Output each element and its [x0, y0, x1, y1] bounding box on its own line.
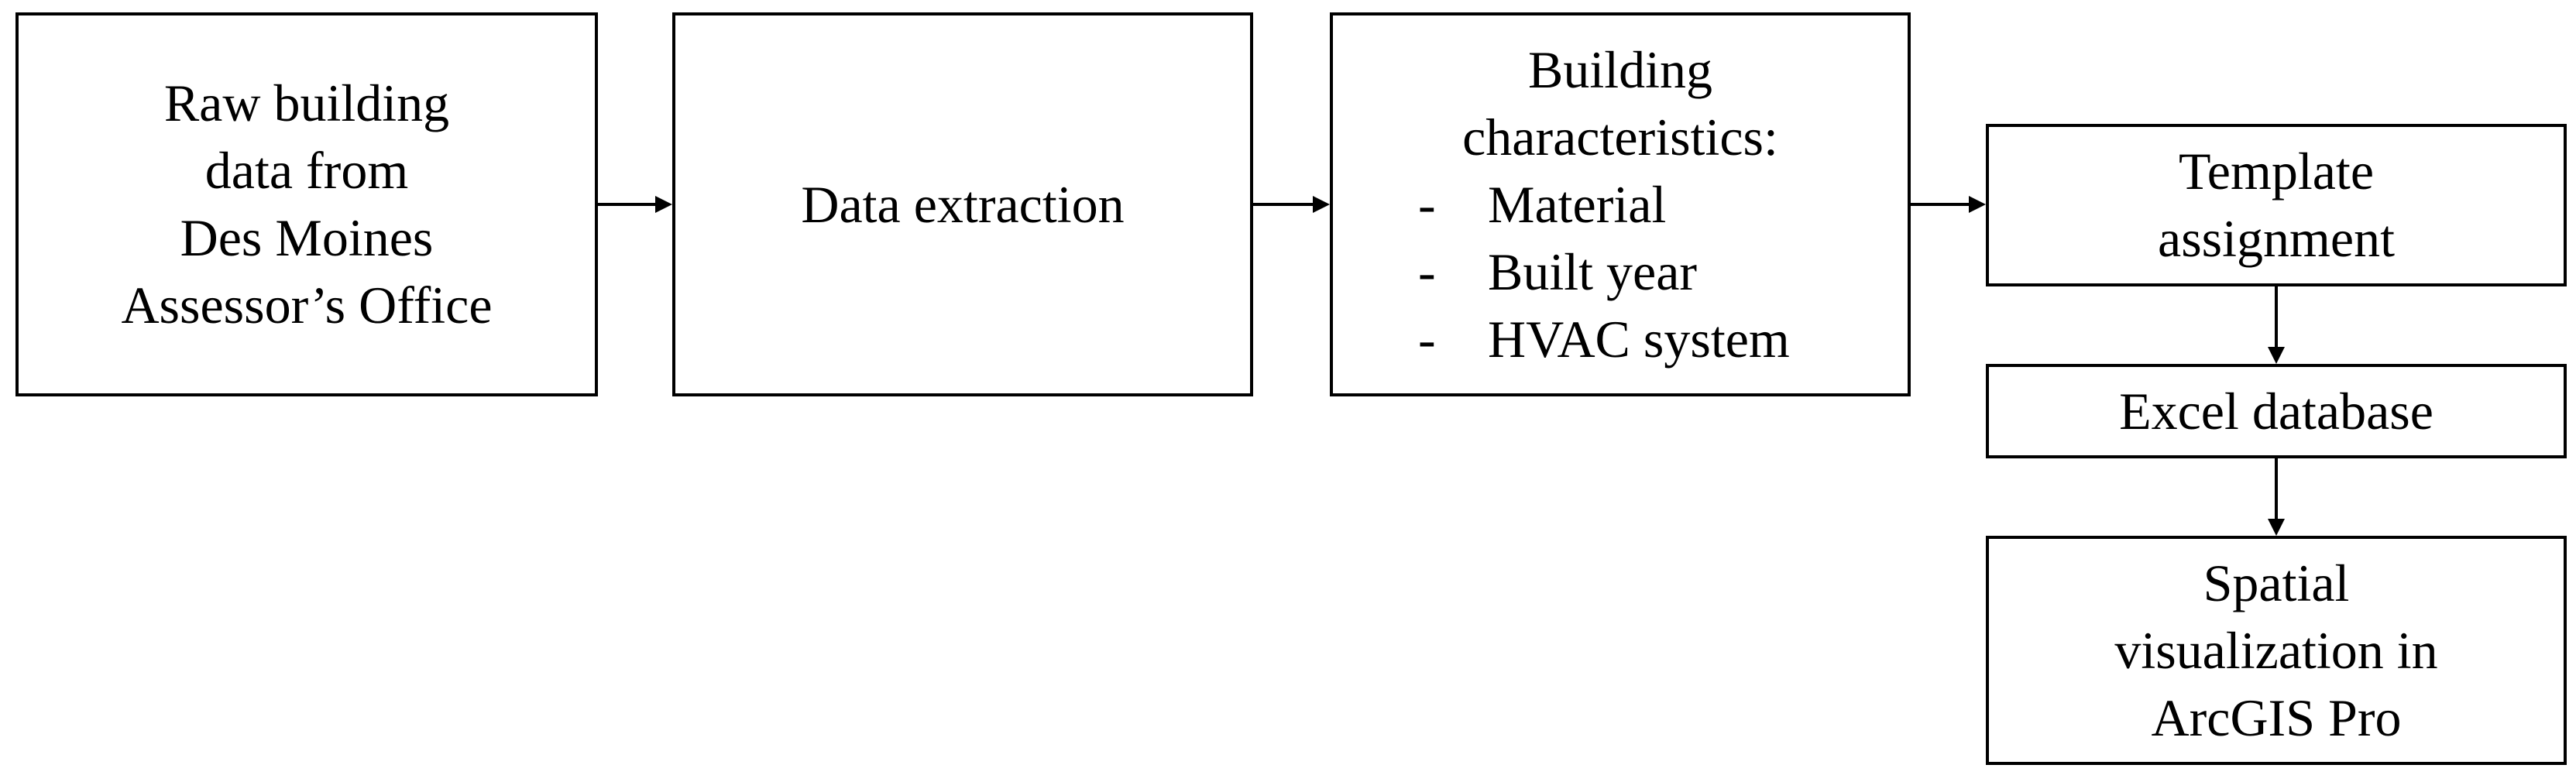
arrowhead	[1969, 196, 1986, 213]
box-text-line: Des Moines	[180, 208, 434, 267]
list-item: - Built year	[1418, 238, 1790, 306]
arrowhead	[2268, 347, 2285, 364]
characteristics-list: - Material - Built year - HVAC system	[1418, 171, 1790, 373]
box-text-line: Assessor’s Office	[121, 276, 493, 334]
list-item-label: HVAC system	[1488, 309, 1790, 369]
arrowhead	[655, 196, 672, 213]
box-text-line: data from	[204, 141, 409, 200]
box-text-line: Excel database	[2119, 381, 2433, 441]
data-extraction-box: Data extraction	[672, 12, 1253, 396]
excel-database-box: Excel database	[1986, 364, 2567, 458]
list-item-label: Built year	[1488, 242, 1698, 301]
building-characteristics-box: Building characteristics: - Material - B…	[1330, 12, 1911, 396]
box-text-line: visualization in	[2114, 620, 2438, 680]
box-text-line: Spatial	[2203, 553, 2350, 612]
box-text-line: Template	[2178, 142, 2374, 201]
bullet-dash: -	[1418, 242, 1436, 301]
box-text-line: ArcGIS Pro	[2151, 688, 2402, 747]
list-item: - Material	[1418, 171, 1790, 238]
arrowhead	[1313, 196, 1330, 213]
box-title-line: Building	[1527, 39, 1713, 99]
bullet-dash: -	[1418, 309, 1436, 369]
raw-building-data-box: Raw building data from Des Moines Assess…	[15, 12, 598, 396]
template-assignment-box: Template assignment	[1986, 124, 2567, 286]
box-text-line: Data extraction	[801, 174, 1125, 234]
list-item: - HVAC system	[1418, 306, 1790, 373]
box-text-line: assignment	[2158, 209, 2395, 268]
box-title-line: characteristics:	[1462, 107, 1778, 166]
arrowhead	[2268, 519, 2285, 536]
list-item-label: Material	[1488, 174, 1667, 234]
spatial-visualization-box: Spatial visualization in ArcGIS Pro	[1986, 536, 2567, 765]
bullet-dash: -	[1418, 174, 1436, 234]
box-text-line: Raw building	[163, 74, 450, 132]
